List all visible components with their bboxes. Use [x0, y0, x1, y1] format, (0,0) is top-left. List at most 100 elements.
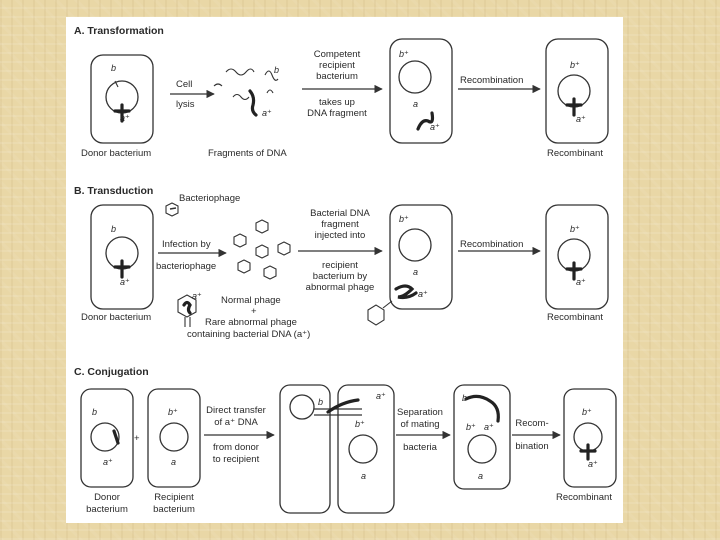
recombinant-cell — [545, 38, 609, 144]
section-title-transformation: A. Transformation — [74, 25, 164, 37]
donor-b-gene-a-plus: a⁺ — [120, 277, 130, 287]
recombination-label-c-2: bination — [515, 441, 548, 452]
recombinant-c-gene-b-plus: b⁺ — [582, 407, 592, 417]
donor-a-plus-gene-mark — [113, 103, 131, 123]
donor-cell-b — [90, 204, 154, 310]
recombinant-a-plus-gene-mark — [565, 97, 583, 117]
recipient-chromosome — [398, 60, 432, 94]
mating-donor-chromosome — [289, 394, 315, 420]
cell-lysis-label-bottom: lysis — [176, 99, 195, 110]
normal-phage-label: Normal phage — [221, 295, 281, 306]
mating-recipient-cell — [337, 384, 395, 514]
injecting-phage-tail — [382, 300, 393, 309]
separated-gene-b-plus: b⁺ — [466, 422, 476, 432]
recipient-gene-a: a — [413, 99, 418, 109]
infection-label-top: Infection by — [162, 239, 211, 250]
recombinant-label-c: Recombinant — [556, 492, 612, 503]
mating-gene-b: b — [318, 397, 323, 407]
separated-recipient-chromosome — [467, 434, 497, 464]
transferring-dna — [326, 398, 360, 414]
separated-fragment — [464, 394, 500, 423]
recombinant-label-b: Recombinant — [547, 312, 603, 323]
separated-recipient-cell — [453, 384, 511, 490]
injection-label-bottom-1: recipient — [322, 260, 358, 271]
infection-label-bottom: bacteriophage — [156, 261, 216, 272]
plus-sign: + — [134, 433, 140, 444]
mating-donor-cell — [279, 384, 331, 514]
recombinant-b-a-plus-gene-mark — [565, 261, 583, 281]
injecting-phage — [367, 304, 385, 326]
separated-gene-a: a — [478, 471, 483, 481]
bacterial-dna-label: containing bacterial DNA (a⁺) — [187, 329, 310, 340]
recombination-label-b: Recombination — [460, 239, 523, 250]
injection-label-bottom-3: abnormal phage — [306, 282, 375, 293]
mating-gene-a: a — [361, 471, 366, 481]
recombinant-c-a-plus-gene-mark — [579, 443, 597, 461]
fragment-gene-a-plus: a⁺ — [262, 108, 272, 118]
separation-label-1: Separation — [397, 407, 443, 418]
separation-label-3: bacteria — [403, 442, 438, 453]
injection-label-top-1: Bacterial DNA — [310, 208, 370, 219]
section-conjugation: C. Conjugation b a⁺ Donor bacterium + b⁺… — [74, 366, 617, 515]
uptake-label-bottom-1: takes up — [319, 97, 355, 108]
recombinant-gene-a-plus: a⁺ — [576, 114, 586, 124]
phage-cluster — [233, 219, 291, 280]
conjugation-bridge — [314, 408, 362, 416]
injected-fragment — [394, 284, 418, 300]
mating-gene-a-plus: a⁺ — [376, 391, 386, 401]
separated-gene-a-plus: a⁺ — [484, 422, 494, 432]
bacteriophage-icon — [165, 202, 179, 217]
injection-label-top-2: fragment — [321, 219, 359, 230]
donor-b-gene-b: b — [111, 224, 116, 234]
direct-transfer-label-2: of a⁺ DNA — [214, 417, 258, 428]
cell-lysis-label-top: Cell — [176, 79, 192, 90]
uptake-label-top-2: recipient — [319, 60, 355, 71]
donor-b-a-plus-gene-mark — [113, 259, 131, 279]
gene-transfer-diagram: A. Transformation b a⁺ Donor bacterium C… — [74, 25, 617, 515]
direct-transfer-label-3: from donor — [213, 442, 259, 453]
separated-gene-b: b — [462, 393, 467, 403]
donor-cell — [90, 54, 154, 144]
recipient-b-gene-b-plus: b⁺ — [399, 214, 409, 224]
recipient-chromosome-c — [159, 422, 189, 452]
section-transformation: A. Transformation b a⁺ Donor bacterium C… — [74, 25, 609, 159]
uptake-label-bottom-2: DNA fragment — [307, 108, 367, 119]
recipient-gene-b-plus: b⁺ — [399, 49, 409, 59]
donor-label-b: Donor bacterium — [81, 312, 151, 323]
recipient-cell-b — [389, 204, 453, 310]
abnormal-phage-dna — [182, 300, 192, 315]
recipient-fragment-gene-a-plus: a⁺ — [430, 122, 440, 132]
recipient-c-label-1: Recipient — [154, 492, 194, 503]
recipient-cell — [389, 38, 453, 144]
donor-c-label-2: bacterium — [86, 504, 128, 515]
recombinant-cell-b — [545, 204, 609, 310]
abnormal-phage — [177, 294, 197, 318]
recipient-c-gene-b-plus: b⁺ — [168, 407, 178, 417]
recipient-b-gene-a: a — [413, 267, 418, 277]
donor-c-gene-b: b — [92, 407, 97, 417]
donor-c-gene-a-plus: a⁺ — [103, 457, 113, 467]
donor-label: Donor bacterium — [81, 148, 151, 159]
recombination-label-c-1: Recom- — [515, 418, 548, 429]
separation-label-2: of mating — [400, 419, 439, 430]
dna-fragments — [213, 68, 279, 117]
slide-panel: A. Transformation b a⁺ Donor bacterium C… — [66, 17, 623, 523]
recombinant-label: Recombinant — [547, 148, 603, 159]
direct-transfer-label-4: to recipient — [213, 454, 260, 465]
direct-transfer-label-1: Direct transfer — [206, 405, 266, 416]
injected-fragment-gene-a-plus: a⁺ — [418, 289, 428, 299]
recombinant-b-gene-b-plus: b⁺ — [570, 224, 580, 234]
plus-label: + — [251, 306, 257, 317]
recombinant-b-gene-a-plus: a⁺ — [576, 277, 586, 287]
section-title-transduction: B. Transduction — [74, 185, 153, 197]
recipient-c-gene-a: a — [171, 457, 176, 467]
recipient-chromosome-b — [398, 228, 432, 262]
recombinant-cell-c — [563, 388, 617, 488]
fragments-label: Fragments of DNA — [208, 148, 287, 159]
uptake-label-top-1: Competent — [314, 49, 361, 60]
recipient-c-label-2: bacterium — [153, 504, 195, 515]
donor-cell-c — [80, 388, 134, 488]
injection-label-bottom-2: bacterium by — [313, 271, 368, 282]
recombinant-c-gene-a-plus: a⁺ — [588, 459, 598, 469]
section-transduction: B. Transduction Bacteriophage b a⁺ Donor… — [74, 185, 609, 340]
